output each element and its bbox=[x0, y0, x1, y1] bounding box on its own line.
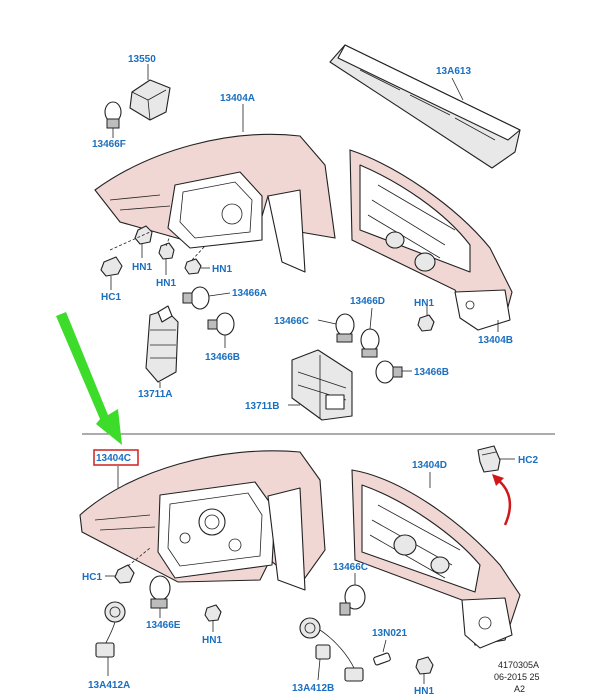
label-hn1-b: HN1 bbox=[156, 278, 176, 289]
label-hn1-c: HN1 bbox=[212, 264, 232, 275]
label-13N021: 13N021 bbox=[372, 628, 407, 639]
bulb-13466A bbox=[182, 286, 231, 310]
label-13466D: 13466D bbox=[350, 296, 385, 307]
label-hc2: HC2 bbox=[518, 455, 538, 466]
bulb-13466B-right bbox=[375, 360, 412, 384]
label-hc1-a: HC1 bbox=[101, 292, 121, 303]
label-13A412B: 13A412B bbox=[292, 683, 334, 694]
label-13711B: 13711B bbox=[245, 401, 279, 412]
bulb-13466C-top bbox=[317, 313, 355, 343]
bulb-13466F bbox=[104, 101, 122, 138]
stop-lamp-13A613 bbox=[329, 44, 521, 169]
socket-13A412B bbox=[299, 617, 364, 682]
green-arrow-icon bbox=[56, 312, 122, 445]
nut-hn1-a bbox=[134, 225, 153, 258]
label-13466B-left: 13466B bbox=[205, 352, 240, 363]
label-13711A: 13711A bbox=[138, 389, 172, 400]
label-13404D: 13404D bbox=[412, 460, 447, 471]
label-hc1-b: HC1 bbox=[82, 572, 102, 583]
label-13466F: 13466F bbox=[92, 139, 126, 150]
bulb-13466E bbox=[149, 575, 171, 618]
nut-hn1-f bbox=[415, 656, 434, 684]
bulb-13466C-bottom bbox=[339, 573, 366, 616]
reference-number: 4170305A bbox=[498, 660, 539, 670]
clip-hc1-b bbox=[105, 564, 135, 584]
clip-hc2 bbox=[477, 445, 515, 473]
label-13A613: 13A613 bbox=[436, 66, 471, 77]
reference-revision: A2 bbox=[514, 684, 525, 694]
nut-hn1-e bbox=[204, 604, 222, 632]
label-hn1-e: HN1 bbox=[202, 635, 222, 646]
lamp-13404C bbox=[79, 450, 326, 591]
label-13466A: 13466A bbox=[232, 288, 267, 299]
label-13550: 13550 bbox=[128, 54, 156, 65]
bulb-13466D bbox=[360, 307, 380, 358]
bulb-holder-13711B bbox=[288, 349, 353, 421]
label-13466C-bottom: 13466C bbox=[333, 562, 368, 573]
label-13404C: 13404C bbox=[96, 453, 131, 464]
label-13404B: 13404B bbox=[478, 335, 513, 346]
label-13A412A: 13A412A bbox=[88, 680, 130, 691]
label-hn1-f: HN1 bbox=[414, 686, 434, 697]
label-hn1-d: HN1 bbox=[414, 298, 434, 309]
red-arrow-icon bbox=[492, 474, 512, 526]
clip-hc1-a bbox=[100, 256, 123, 290]
label-13466C-top: 13466C bbox=[274, 316, 309, 327]
label-hn1-a: HN1 bbox=[132, 262, 152, 273]
lamp-13404D bbox=[351, 469, 521, 649]
lamp-13404A bbox=[94, 104, 336, 273]
label-13466B-right: 13466B bbox=[414, 367, 449, 378]
bulb-holder-13711A bbox=[145, 305, 179, 388]
bulb-13N021 bbox=[373, 639, 391, 666]
nut-hn1-b bbox=[158, 242, 175, 275]
socket-13A412A bbox=[95, 601, 126, 676]
nut-hn1-d bbox=[417, 306, 435, 332]
label-13466E: 13466E bbox=[146, 620, 181, 631]
reference-date: 06-2015 25 bbox=[494, 672, 540, 682]
label-13404A: 13404A bbox=[220, 93, 255, 104]
socket-13550 bbox=[129, 64, 171, 121]
bulb-13466B-left bbox=[207, 312, 235, 348]
nut-hn1-c bbox=[184, 258, 210, 275]
lamp-13404B bbox=[349, 149, 513, 332]
highlight-box-13404C bbox=[93, 449, 139, 466]
